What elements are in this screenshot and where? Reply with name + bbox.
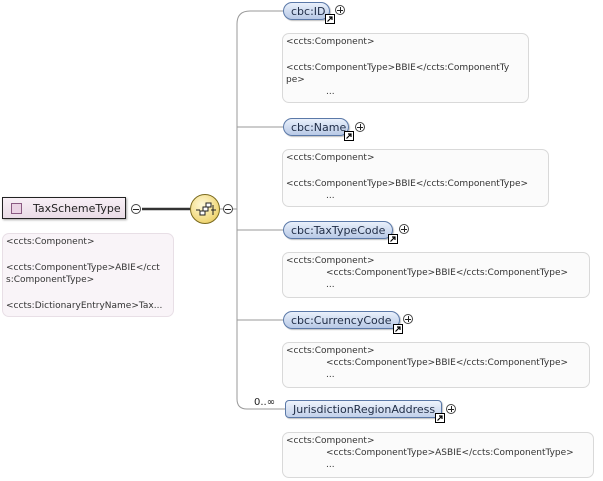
root-collapse-icon[interactable] — [131, 204, 141, 214]
expand-icon[interactable] — [403, 314, 413, 324]
root-type-box[interactable]: TaxSchemeType — [2, 197, 126, 219]
reference-arrow-icon — [325, 14, 335, 24]
root-annotation: <ccts:Component> <ccts:ComponentType>ABI… — [2, 233, 174, 317]
root-type-label: TaxSchemeType — [33, 202, 121, 215]
expand-icon[interactable] — [446, 404, 456, 414]
element-cbc-name[interactable]: cbc:Name — [283, 118, 349, 136]
complex-type-icon — [11, 203, 22, 214]
reference-arrow-icon — [344, 131, 354, 141]
element-annotation-cbc-taxtypecode: <ccts:Component> <ccts:ComponentType>BBI… — [282, 252, 590, 298]
element-jurisdictionregionaddress[interactable]: JurisdictionRegionAddress — [285, 400, 442, 418]
reference-arrow-icon — [435, 413, 445, 423]
expand-icon[interactable] — [335, 5, 345, 15]
element-annotation-cbc-id: <ccts:Component> <ccts:ComponentType>BBI… — [282, 33, 529, 103]
element-annotation-cbc-currencycode: <ccts:Component> <ccts:ComponentType>BBI… — [282, 342, 590, 388]
reference-arrow-icon — [388, 234, 398, 244]
element-cbc-id[interactable]: cbc:ID — [283, 2, 330, 20]
compositor-collapse-icon[interactable] — [223, 204, 233, 214]
sequence-compositor-icon[interactable] — [190, 194, 220, 224]
reference-arrow-icon — [393, 324, 403, 334]
element-cbc-currencycode[interactable]: cbc:CurrencyCode — [283, 311, 400, 329]
element-annotation-cbc-name: <ccts:Component> <ccts:ComponentType>BBI… — [282, 149, 549, 207]
expand-icon[interactable] — [355, 122, 365, 132]
cardinality-label: 0..∞ — [254, 397, 276, 408]
expand-icon[interactable] — [399, 224, 409, 234]
element-cbc-taxtypecode[interactable]: cbc:TaxTypeCode — [283, 221, 393, 239]
element-annotation-jurisdictionregionaddress: <ccts:Component> <ccts:ComponentType>ASB… — [282, 432, 594, 478]
